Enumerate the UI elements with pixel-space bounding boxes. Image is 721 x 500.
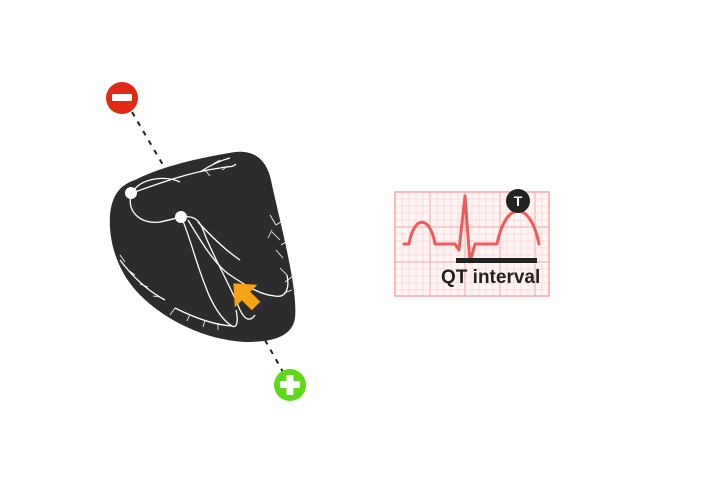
heart: [109, 151, 296, 342]
plus-icon-vertical: [286, 375, 294, 395]
t-wave-marker-label: T: [514, 193, 523, 209]
qt-interval-bar: [456, 258, 537, 263]
minus-icon: [112, 94, 132, 101]
ecg-grid-border: [394, 191, 550, 297]
t-wave-marker: [506, 189, 530, 213]
lead-axis-upper: [131, 111, 164, 166]
qt-interval-label: QT interval: [441, 267, 540, 288]
lead-axis-lower: [264, 339, 284, 373]
ecg-trace: [402, 194, 541, 264]
purkinje-fibers: [119, 159, 294, 330]
arrow-up-left-icon: [233, 283, 261, 311]
sa-node: [125, 187, 137, 199]
negative-electrode: [106, 82, 138, 114]
ecg-strip: QT interval T: [394, 189, 550, 297]
av-node: [175, 211, 187, 223]
positive-electrode: [274, 369, 306, 401]
heart-body: [109, 151, 296, 342]
